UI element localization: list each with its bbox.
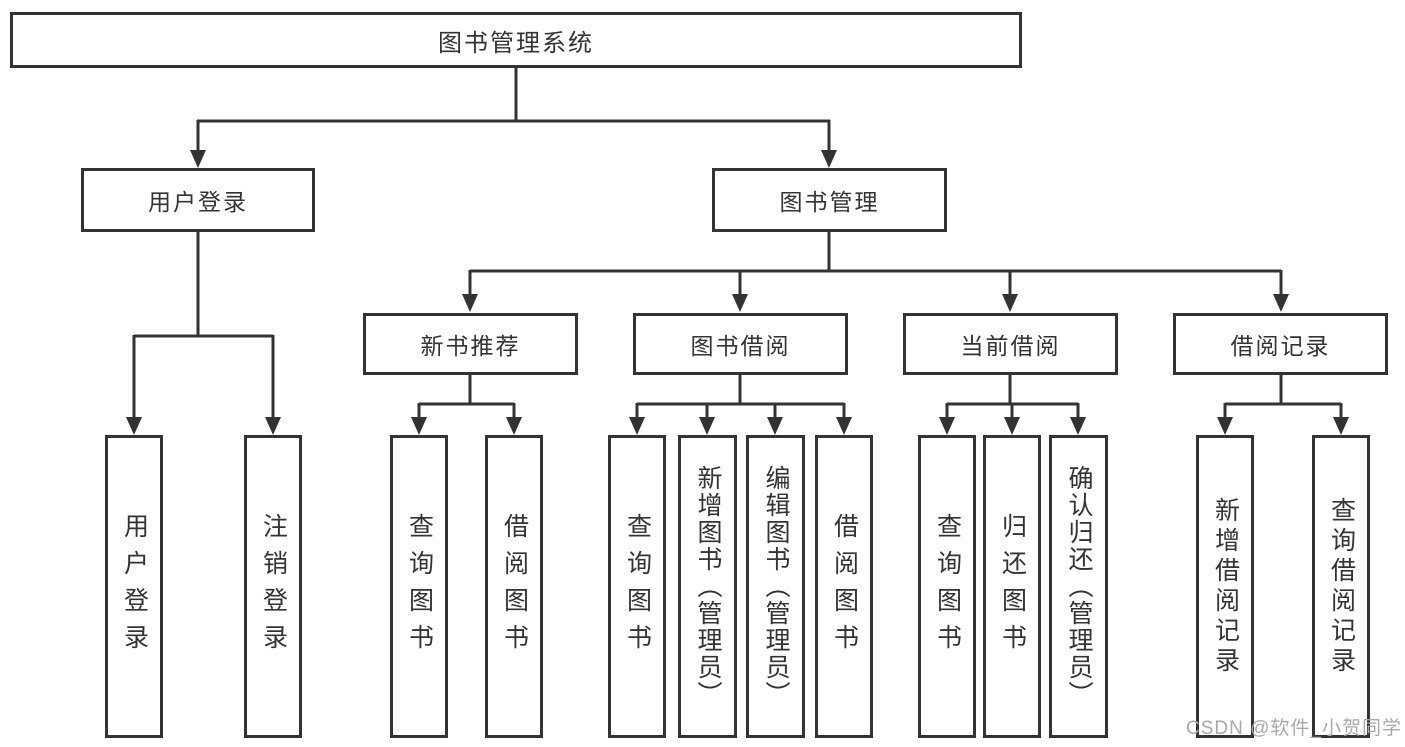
- connector-new-book-branch: [417, 375, 516, 419]
- node-borrow-records: 借阅记录: [1173, 313, 1388, 375]
- node-label: 查询图书: [623, 512, 652, 661]
- arrow-down-icon: [1333, 417, 1349, 435]
- node-label: 新增借阅记录: [1211, 496, 1240, 677]
- node-leaf-logout: 注销登录: [244, 435, 302, 738]
- connector-borrow-records-branch: [1223, 375, 1343, 419]
- node-label: 用户登录: [120, 512, 149, 661]
- arrow-down-icon: [1217, 417, 1233, 435]
- node-label: 借阅图书: [830, 512, 859, 661]
- connector-current-borrow-branch: [945, 375, 1080, 419]
- node-label: 编辑图书（管理员）: [762, 465, 790, 708]
- node-label: 查询借阅记录: [1327, 496, 1356, 677]
- node-label: 借阅记录: [1230, 333, 1331, 359]
- node-leaf-query-books: 查询图书: [918, 435, 976, 738]
- arrow-down-icon: [462, 294, 478, 312]
- node-leaf-edit-books-admin: 编辑图书（管理员）: [746, 435, 805, 738]
- watermark: CSDN @软件_小贺同学: [1186, 718, 1402, 739]
- node-label: 查询图书: [933, 512, 962, 661]
- node-label: 查询图书: [405, 512, 434, 661]
- node-leaf-query-books: 查询图书: [390, 435, 448, 738]
- connector-lines: [132, 68, 1343, 419]
- arrow-down-icon: [126, 417, 142, 435]
- arrowheads: [126, 150, 1349, 435]
- node-current-borrow: 当前借阅: [903, 313, 1118, 375]
- node-label: 当前借阅: [960, 333, 1061, 359]
- connector-user-login-branch: [132, 232, 275, 419]
- arrow-down-icon: [1004, 417, 1020, 435]
- node-label: 归还图书: [998, 512, 1027, 661]
- arrow-down-icon: [411, 417, 427, 435]
- arrow-down-icon: [1002, 294, 1018, 312]
- node-label: 新书推荐: [420, 333, 521, 359]
- node-leaf-query-borrow-record: 查询借阅记录: [1312, 435, 1370, 738]
- node-new-book-recommend: 新书推荐: [363, 313, 578, 375]
- node-leaf-borrow-books: 借阅图书: [815, 435, 873, 738]
- arrow-down-icon: [836, 417, 852, 435]
- node-leaf-user-login: 用户登录: [105, 435, 163, 738]
- connector-level2-drops: [196, 120, 831, 151]
- arrow-down-icon: [939, 417, 955, 435]
- arrow-down-icon: [821, 150, 837, 168]
- node-label: 注销登录: [259, 512, 288, 661]
- node-label: 用户登录: [148, 189, 248, 215]
- connector-book-management-branch: [468, 232, 1283, 295]
- arrow-down-icon: [506, 417, 522, 435]
- node-label: 图书借阅: [690, 333, 791, 359]
- arrow-down-icon: [265, 417, 281, 435]
- node-book-management-module: 图书管理: [712, 168, 947, 232]
- arrow-down-icon: [1070, 417, 1086, 435]
- node-label: 确认归还（管理员）: [1065, 465, 1093, 708]
- node-leaf-query-books: 查询图书: [608, 435, 666, 738]
- connector-book-borrow-branch: [635, 375, 846, 419]
- arrow-down-icon: [699, 417, 715, 435]
- node-label: 图书管理: [779, 189, 880, 215]
- node-label: 新增图书（管理员）: [694, 465, 722, 708]
- arrow-down-icon: [732, 294, 748, 312]
- arrow-down-icon: [629, 417, 645, 435]
- node-book-borrow: 图书借阅: [633, 313, 848, 375]
- arrow-down-icon: [767, 417, 783, 435]
- node-leaf-borrow-books: 借阅图书: [485, 435, 543, 738]
- node-leaf-confirm-return-admin: 确认归还（管理员）: [1049, 435, 1108, 738]
- node-leaf-add-borrow-record: 新增借阅记录: [1196, 435, 1254, 738]
- node-leaf-add-books-admin: 新增图书（管理员）: [678, 435, 737, 738]
- node-leaf-return-books: 归还图书: [983, 435, 1041, 738]
- node-label: 图书管理系统: [438, 29, 594, 57]
- node-library-management-system: 图书管理系统: [10, 12, 1022, 68]
- node-label: 借阅图书: [500, 512, 529, 661]
- arrow-down-icon: [1273, 294, 1289, 312]
- node-user-login-module: 用户登录: [81, 168, 315, 232]
- arrow-down-icon: [190, 150, 206, 168]
